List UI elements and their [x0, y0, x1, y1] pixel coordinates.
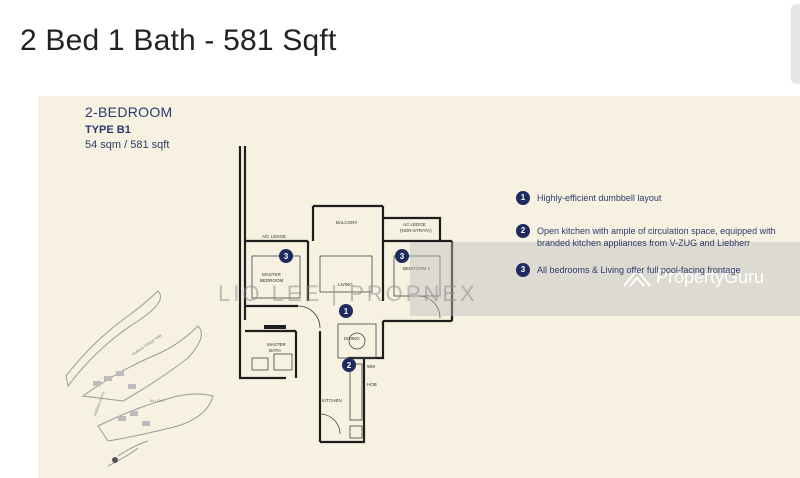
propertyguru-watermark: PropertyGuru: [622, 266, 764, 288]
room-label-dining: DINING: [344, 336, 360, 341]
svg-text:1: 1: [344, 307, 349, 316]
floorplan-fixtures: [251, 255, 441, 439]
room-label-master-bedroom-2: BEDROOM: [260, 278, 284, 283]
sliding-door-icon: [264, 325, 286, 329]
floorplan-unit-area: 54 sqm / 581 sqft: [85, 139, 170, 151]
room-label-wm: WM: [367, 364, 375, 369]
site-map-road-label-2: Holland Grove: [92, 390, 106, 416]
svg-text:3: 3: [284, 252, 289, 261]
room-label-living: LIVING: [338, 282, 353, 287]
room-label-ac-ledge-right: AC LEDGE: [403, 222, 426, 227]
site-map-road-label: Holland Village Way: [131, 332, 163, 357]
floorplan-unit-name: 2-BEDROOM: [85, 104, 173, 120]
svg-text:2: 2: [347, 361, 352, 370]
floorplan-heading: 2-BEDROOM TYPE B1 54 sqm / 581 sqft: [85, 104, 173, 151]
site-map-entrance-label: IN / OUT: [150, 398, 166, 403]
plan-marker-1: 1: [339, 304, 353, 318]
room-label-master-bath-2: BATH: [269, 348, 281, 353]
plan-marker-2: 2: [342, 358, 356, 372]
plan-marker-3-master: 3: [279, 249, 293, 263]
room-label-ac-ledge: A/C LEDGE: [262, 234, 286, 239]
floorplan-walls: [238, 146, 454, 444]
room-label-kitchen: KITCHEN: [322, 398, 342, 403]
site-map: [65, 290, 214, 467]
room-label-bedroom-2: BEDROOM 2: [403, 266, 431, 271]
floorplan-unit-type: TYPE B1: [85, 124, 131, 136]
propertyguru-logo-icon: [623, 268, 651, 287]
feature-text: Highly-efficient dumbbell layout: [537, 193, 662, 203]
floorplan-image[interactable]: 2-BEDROOM TYPE B1 54 sqm / 581 sqft Holl…: [38, 96, 800, 478]
feature-number-badge: 1: [516, 191, 530, 205]
room-label-hob: HOB: [367, 382, 377, 387]
feature-item-2: 2 Open kitchen with ample of circulation…: [516, 224, 800, 249]
feature-item-1: 1 Highly-efficient dumbbell layout: [516, 191, 662, 205]
page-title: 2 Bed 1 Bath - 581 Sqft: [20, 24, 337, 57]
svg-text:3: 3: [400, 252, 405, 261]
feature-text: All bedrooms & Living offer full pool-fa…: [537, 265, 741, 275]
plan-marker-3-bedroom2: 3: [395, 249, 409, 263]
room-label-ac-ledge-right-sub: (NON-STRATA): [400, 228, 432, 233]
feature-item-3: 3 All bedrooms & Living offer full pool-…: [516, 263, 741, 277]
room-label-balcony: BALCONY: [336, 220, 358, 225]
feature-text: Open kitchen with ample of circulation s…: [537, 226, 776, 248]
watermark-overlay-band: [410, 242, 800, 316]
agent-watermark: LIO LEE | PROPNEX: [218, 281, 478, 306]
scrollbar-thumb[interactable]: [791, 4, 800, 84]
room-label-master-bedroom: MASTER: [262, 272, 282, 277]
feature-number-badge: 2: [516, 224, 530, 238]
floorplan-drawing: Holland Village Way Holland Grove IN / O…: [65, 146, 454, 467]
room-label-master-bath: MASTER: [267, 342, 287, 347]
feature-number-badge: 3: [516, 263, 530, 277]
propertyguru-wordmark: PropertyGuru: [656, 266, 765, 287]
